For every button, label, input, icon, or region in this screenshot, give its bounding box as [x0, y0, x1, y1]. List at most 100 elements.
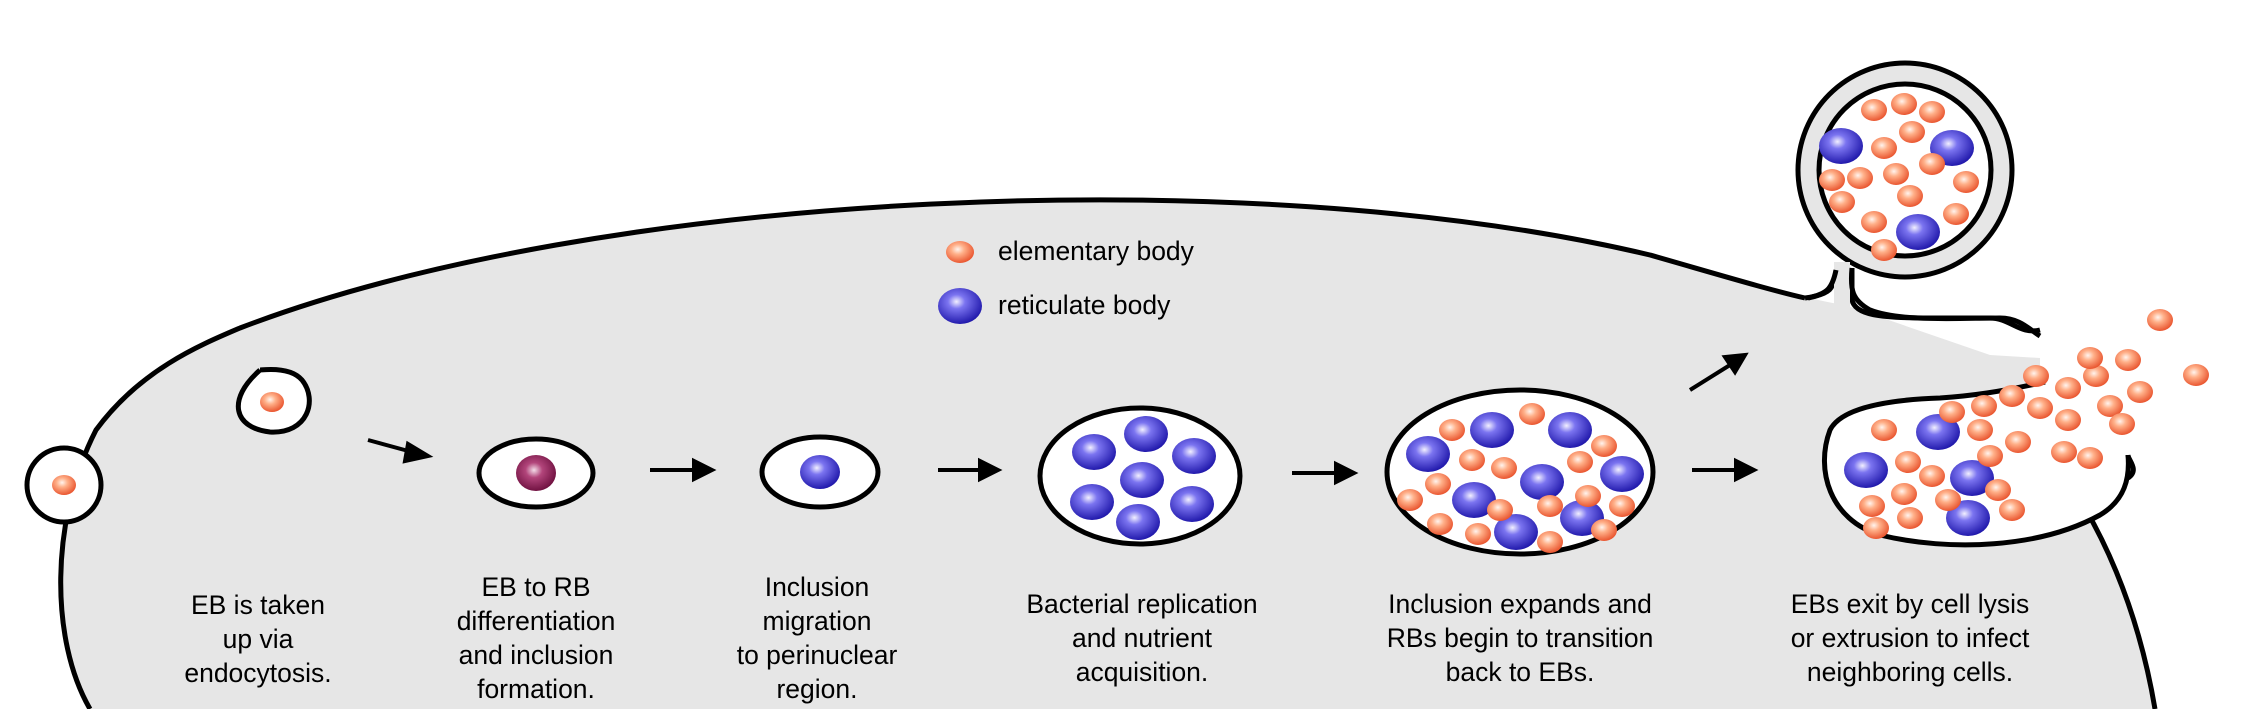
eb-particle — [1919, 465, 1945, 487]
rb-particle — [1170, 486, 1214, 522]
rb-particle — [1070, 484, 1114, 520]
eb-particle — [1519, 403, 1545, 425]
eb-particle — [2097, 395, 2123, 417]
legend-rb-icon — [938, 288, 982, 324]
eb-particle — [1977, 445, 2003, 467]
eb-particle — [2005, 431, 2031, 453]
eb-particle — [1859, 495, 1885, 517]
caption-line: EBs exit by cell lysis — [1790, 589, 2030, 619]
eb-particle — [1439, 419, 1465, 441]
arrow-step-2-head — [692, 457, 717, 483]
caption-line: RBs begin to transition — [1386, 623, 1654, 653]
eb-particle — [2027, 397, 2053, 419]
rb-particle — [1916, 414, 1960, 450]
mixed-cluster-step-5 — [1397, 403, 1644, 553]
caption-line: migration — [762, 606, 872, 636]
eb-particle — [1985, 479, 2011, 501]
arrow-step-3-head — [978, 457, 1003, 483]
caption-line: back to EBs. — [1445, 657, 1595, 687]
rb-particle — [1600, 456, 1644, 492]
caption-line: and nutrient — [1072, 623, 1212, 653]
rb-particle — [1120, 462, 1164, 498]
eb-particle — [1953, 171, 1979, 193]
eb-particle — [1427, 513, 1453, 535]
eb-particle — [2115, 349, 2141, 371]
caption-line: region. — [776, 674, 858, 704]
rb-particle — [1946, 500, 1990, 536]
caption-line: EB to RB — [481, 572, 591, 602]
eb-particle — [1819, 169, 1845, 191]
eb-particle — [1861, 99, 1887, 121]
caption-line: EB is taken — [190, 590, 326, 620]
arrow-step-4-head — [1334, 460, 1359, 486]
arrow-step-5-extrusion-head — [1721, 352, 1749, 376]
eb-particle — [1829, 191, 1855, 213]
eb-particle — [1971, 395, 1997, 417]
eb-particle — [1999, 385, 2025, 407]
rb-particle — [1470, 412, 1514, 448]
caption-line: endocytosis. — [184, 658, 332, 688]
eb-particle — [1871, 137, 1897, 159]
eb-particle — [260, 392, 284, 412]
caption-line: to perinuclear — [736, 640, 898, 670]
eb-particle — [1939, 401, 1965, 423]
eb-particle — [1919, 153, 1945, 175]
step-3-caption: Inclusion migration to perinuclear regio… — [657, 570, 977, 706]
eb-particle — [1861, 211, 1887, 233]
caption-line: up via — [222, 624, 294, 654]
step-1-caption: EB is taken up via endocytosis. — [98, 588, 418, 690]
eb-particle — [1397, 489, 1423, 511]
eb-particle — [1847, 167, 1873, 189]
eb-particle — [52, 475, 76, 495]
eb-particle — [2083, 365, 2109, 387]
eb-particle — [1935, 489, 1961, 511]
eb-particle — [2055, 377, 2081, 399]
eb-particle — [2183, 364, 2209, 386]
step-6-caption: EBs exit by cell lysis or extrusion to i… — [1750, 587, 2070, 689]
caption-line: formation. — [477, 674, 595, 704]
eb-particle — [2051, 441, 2077, 463]
eb-particle — [1943, 203, 1969, 225]
eb-particle — [1999, 499, 2025, 521]
eb-particle — [1465, 523, 1491, 545]
eb-particle — [1487, 499, 1513, 521]
eb-particle — [2077, 447, 2103, 469]
extruded-cluster — [1819, 93, 1979, 261]
rb-particle — [1819, 128, 1863, 164]
eb-particle — [1895, 451, 1921, 473]
rb-particle — [1452, 482, 1496, 518]
rb-cluster-step-4 — [1070, 416, 1216, 540]
eb-particle — [1575, 485, 1601, 507]
caption-line: neighboring cells. — [1806, 657, 2014, 687]
arrow-step-1-head — [402, 440, 434, 464]
eb-particle — [1891, 93, 1917, 115]
legend-rb-label: reticulate body — [998, 290, 1171, 320]
rb-particle — [1406, 436, 1450, 472]
eb-particle — [1899, 121, 1925, 143]
rb-particle — [1116, 504, 1160, 540]
rb-particle — [1172, 438, 1216, 474]
arrow-step-1 — [367, 438, 413, 454]
step-2-caption: EB to RB differentiation and inclusion f… — [376, 570, 696, 706]
eb-particle — [1491, 457, 1517, 479]
rb-particle — [1844, 452, 1888, 488]
eb-particle — [1591, 519, 1617, 541]
eb-particle — [1459, 449, 1485, 471]
eb-particle — [2077, 347, 2103, 369]
arrow-step-5-lysis-head — [1734, 457, 1759, 483]
caption-line: acquisition. — [1075, 657, 1209, 687]
eb-particle — [1537, 531, 1563, 553]
eb-particle — [2127, 381, 2153, 403]
released-cluster — [1844, 309, 2209, 539]
eb-particle — [1967, 419, 1993, 441]
caption-line: differentiation — [456, 606, 616, 636]
caption-line: and inclusion — [458, 640, 614, 670]
eb-particle — [1567, 451, 1593, 473]
eb-particle — [1897, 185, 1923, 207]
caption-line: Inclusion — [764, 572, 870, 602]
rb-particle — [1950, 460, 1994, 496]
eb-particle — [1897, 507, 1923, 529]
legend-eb-label: elementary body — [998, 236, 1194, 266]
step-arrows — [367, 352, 1759, 486]
